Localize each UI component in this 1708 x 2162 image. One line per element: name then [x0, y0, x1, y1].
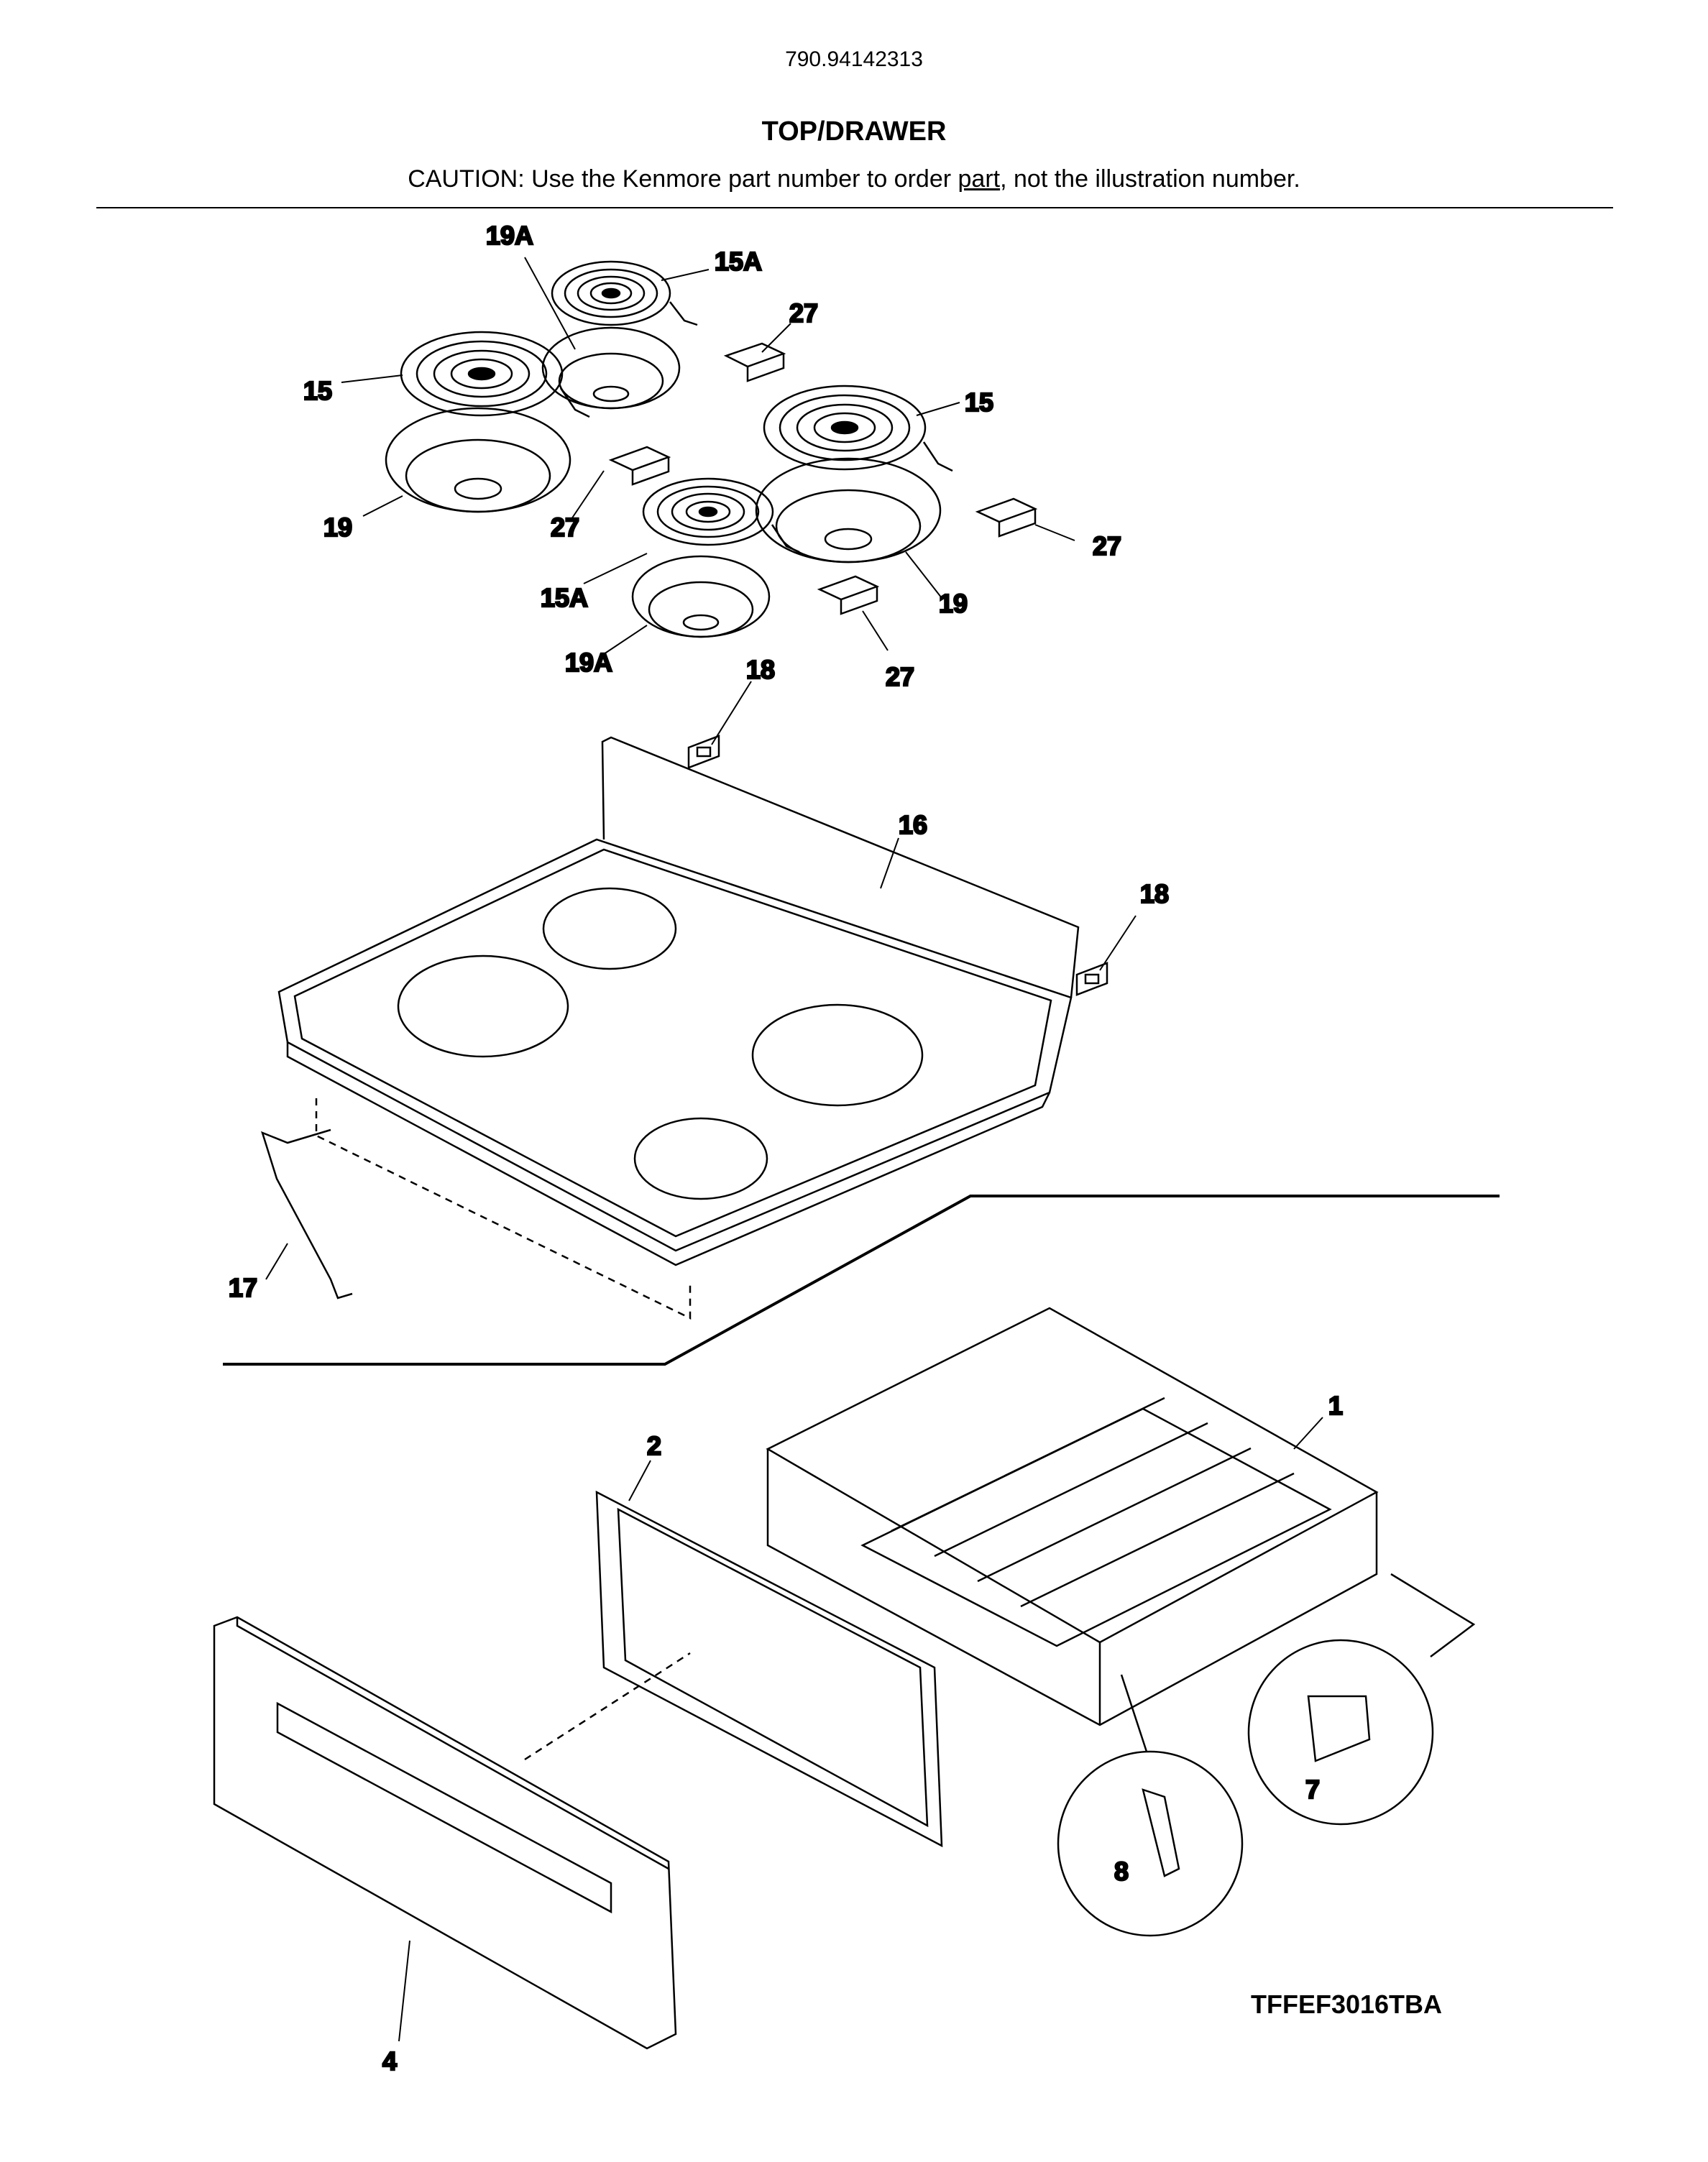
caution-part-link[interactable]: part	[958, 165, 1001, 193]
rod-17	[261, 1128, 353, 1300]
callout-2: 2	[647, 1431, 661, 1460]
callout-15a-top: 15A	[715, 247, 762, 276]
header-divider	[96, 207, 1613, 208]
callout-16: 16	[899, 810, 927, 840]
cooktop-16	[277, 736, 1080, 1320]
callout-18-top: 18	[746, 655, 775, 684]
caution-prefix: CAUTION: Use the Kenmore part number to …	[408, 165, 958, 193]
callout-8: 8	[1114, 1857, 1129, 1886]
callout-27-right: 27	[1093, 531, 1121, 561]
burner-15a-bottom	[642, 477, 800, 553]
detail-circle-8	[1057, 1674, 1244, 1937]
receptacle-27-bottom	[817, 575, 880, 615]
callout-1: 1	[1328, 1391, 1343, 1420]
burner-15a-top	[551, 260, 698, 326]
leader-lines	[265, 257, 1323, 2042]
receptacle-27-left	[608, 446, 671, 486]
callout-19-right: 19	[939, 589, 968, 618]
model-number: 790.94142313	[785, 47, 923, 71]
callout-27-left: 27	[551, 512, 579, 542]
section-title: TOP/DRAWER	[761, 116, 947, 147]
receptacle-27-right	[975, 497, 1038, 538]
callout-15-right: 15	[965, 387, 993, 417]
callout-19-left: 19	[323, 512, 352, 542]
bracket-18-right	[1075, 962, 1108, 996]
callout-18-right: 18	[1140, 879, 1169, 908]
callout-15a-bottom: 15A	[541, 583, 588, 612]
burner-15-right	[763, 385, 953, 472]
drawer-front-4	[213, 1616, 677, 2050]
callout-19a-top: 19A	[486, 221, 533, 250]
bracket-18-top	[687, 735, 720, 769]
callout-27-top: 27	[789, 298, 818, 328]
detail-circle-7	[1247, 1573, 1476, 1826]
drip-bowl-19-left	[385, 407, 571, 513]
callout-27-bottom: 27	[886, 662, 914, 691]
caution-note: CAUTION: Use the Kenmore part number to …	[0, 165, 1708, 193]
drawing-code: TFFEF3016TBA	[1251, 1990, 1443, 2019]
callout-15-left: 15	[303, 376, 332, 405]
drawer-liner-2	[524, 1490, 943, 1848]
callout-7: 7	[1305, 1775, 1320, 1804]
receptacle-27-top	[723, 342, 786, 382]
drip-bowl-19-right	[755, 457, 942, 564]
caution-suffix: , not the illustration number.	[1000, 165, 1300, 193]
callout-19a-bottom: 19A	[565, 648, 612, 677]
drip-bowl-19a-bottom	[631, 555, 771, 638]
section-divider	[223, 1195, 1500, 1366]
drip-bowl-19a-top	[541, 326, 681, 410]
drawer-body-1	[766, 1307, 1379, 1726]
callout-4: 4	[382, 2046, 397, 2076]
burner-15-left	[400, 331, 590, 418]
callout-17: 17	[229, 1273, 257, 1302]
